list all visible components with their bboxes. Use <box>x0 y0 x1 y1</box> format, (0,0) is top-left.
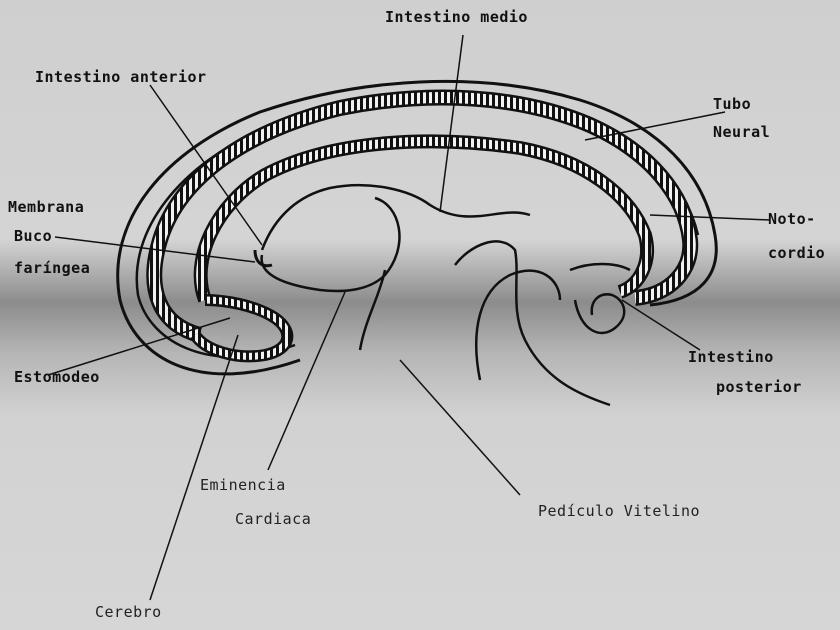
notochord-fill <box>201 141 647 300</box>
label-intestino-medio: Intestino medio <box>385 8 528 26</box>
label-faringea: faríngea <box>14 259 90 277</box>
label-tubo: Tubo <box>713 95 751 113</box>
label-cordio: cordio <box>768 244 825 262</box>
label-buco: Buco <box>14 227 52 245</box>
label-neural: Neural <box>713 123 770 141</box>
heart-eminence <box>262 198 400 291</box>
hindgut-loop <box>575 294 624 333</box>
label-estomodeo: Estomodeo <box>14 368 100 386</box>
leader-intestino-posterior <box>622 300 700 350</box>
label-cardiaca: Cardiaca <box>235 510 311 528</box>
leader-intestino-medio <box>440 35 463 212</box>
label-intestino-posterior-2: posterior <box>716 378 802 396</box>
label-intestino-posterior-1: Intestino <box>688 348 774 366</box>
hindgut-wall <box>476 271 560 380</box>
label-pediculo: Pedículo Vitelino <box>538 502 700 520</box>
label-cerebro: Cerebro <box>95 603 162 621</box>
label-membrana: Membrana <box>8 198 84 216</box>
label-noto: Noto- <box>768 210 816 228</box>
vitelline-wall-left <box>360 270 385 350</box>
allantois <box>570 264 630 270</box>
leader-cerebro <box>150 335 238 600</box>
label-eminencia: Eminencia <box>200 476 286 494</box>
leader-pediculo <box>400 360 520 495</box>
label-intestino-anterior: Intestino anterior <box>35 68 207 86</box>
